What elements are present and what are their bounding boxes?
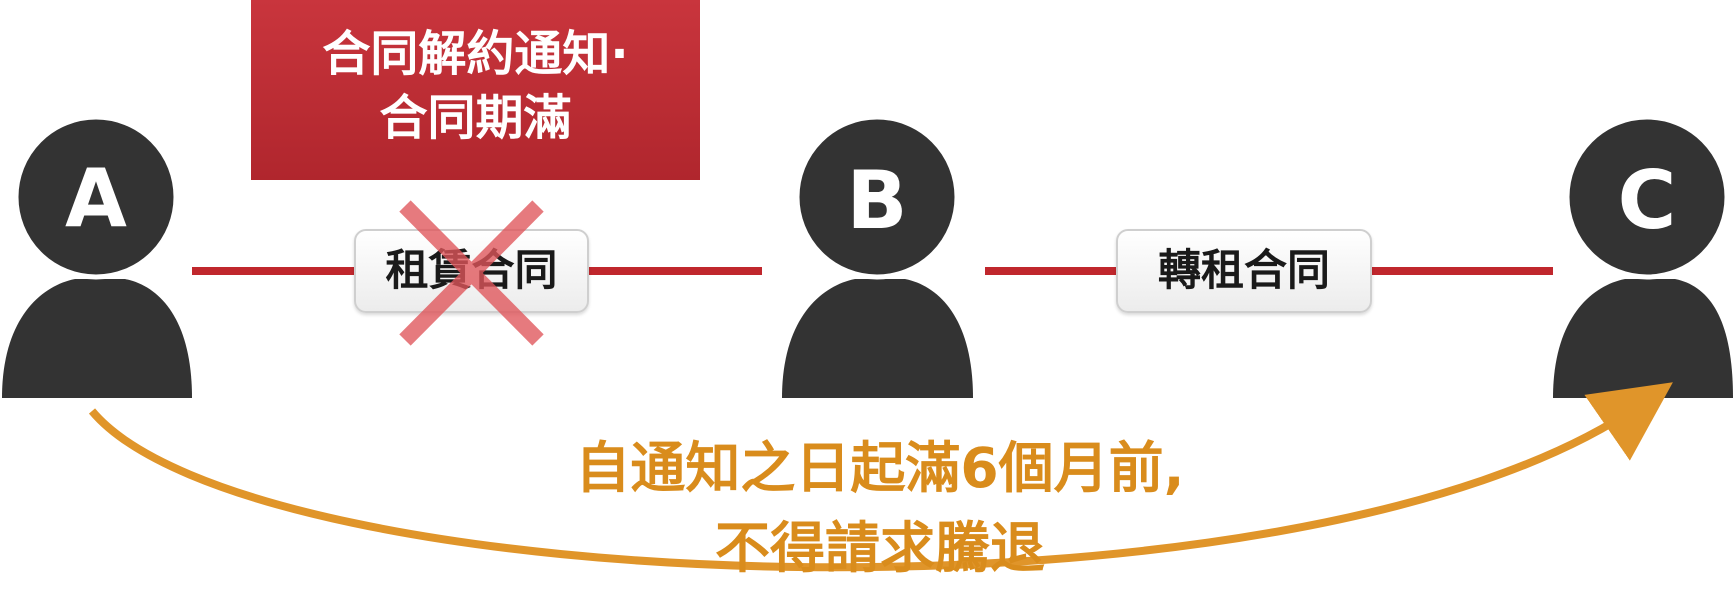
party-label-b: B bbox=[847, 154, 908, 247]
person-icon bbox=[782, 114, 973, 398]
party-label-a: A bbox=[65, 152, 127, 245]
person-icon bbox=[1553, 114, 1733, 398]
eviction-rule-text: 自通知之日起滿6個月前, 不得請求騰退 bbox=[480, 428, 1280, 588]
banner-line-1: 合同解約通知· bbox=[322, 26, 629, 82]
person-icon bbox=[2, 114, 192, 398]
sublease-contract-box: 轉租合同 bbox=[1116, 229, 1372, 313]
party-label-c: C bbox=[1618, 154, 1677, 247]
sublease-contract-label: 轉租合同 bbox=[1158, 246, 1330, 296]
lease-contract-label: 租賃合同 bbox=[385, 246, 558, 296]
curved-arrow-icon bbox=[88, 382, 1673, 572]
banner-line-2: 合同期滿 bbox=[379, 90, 572, 146]
lease-contract-box: 租賃合同 bbox=[354, 229, 589, 313]
rule-line-1: 自通知之日起滿6個月前, bbox=[575, 436, 1185, 500]
termination-banner: 合同解約通知· 合同期滿 bbox=[251, 0, 700, 180]
rule-line-2: 不得請求騰退 bbox=[714, 516, 1045, 580]
